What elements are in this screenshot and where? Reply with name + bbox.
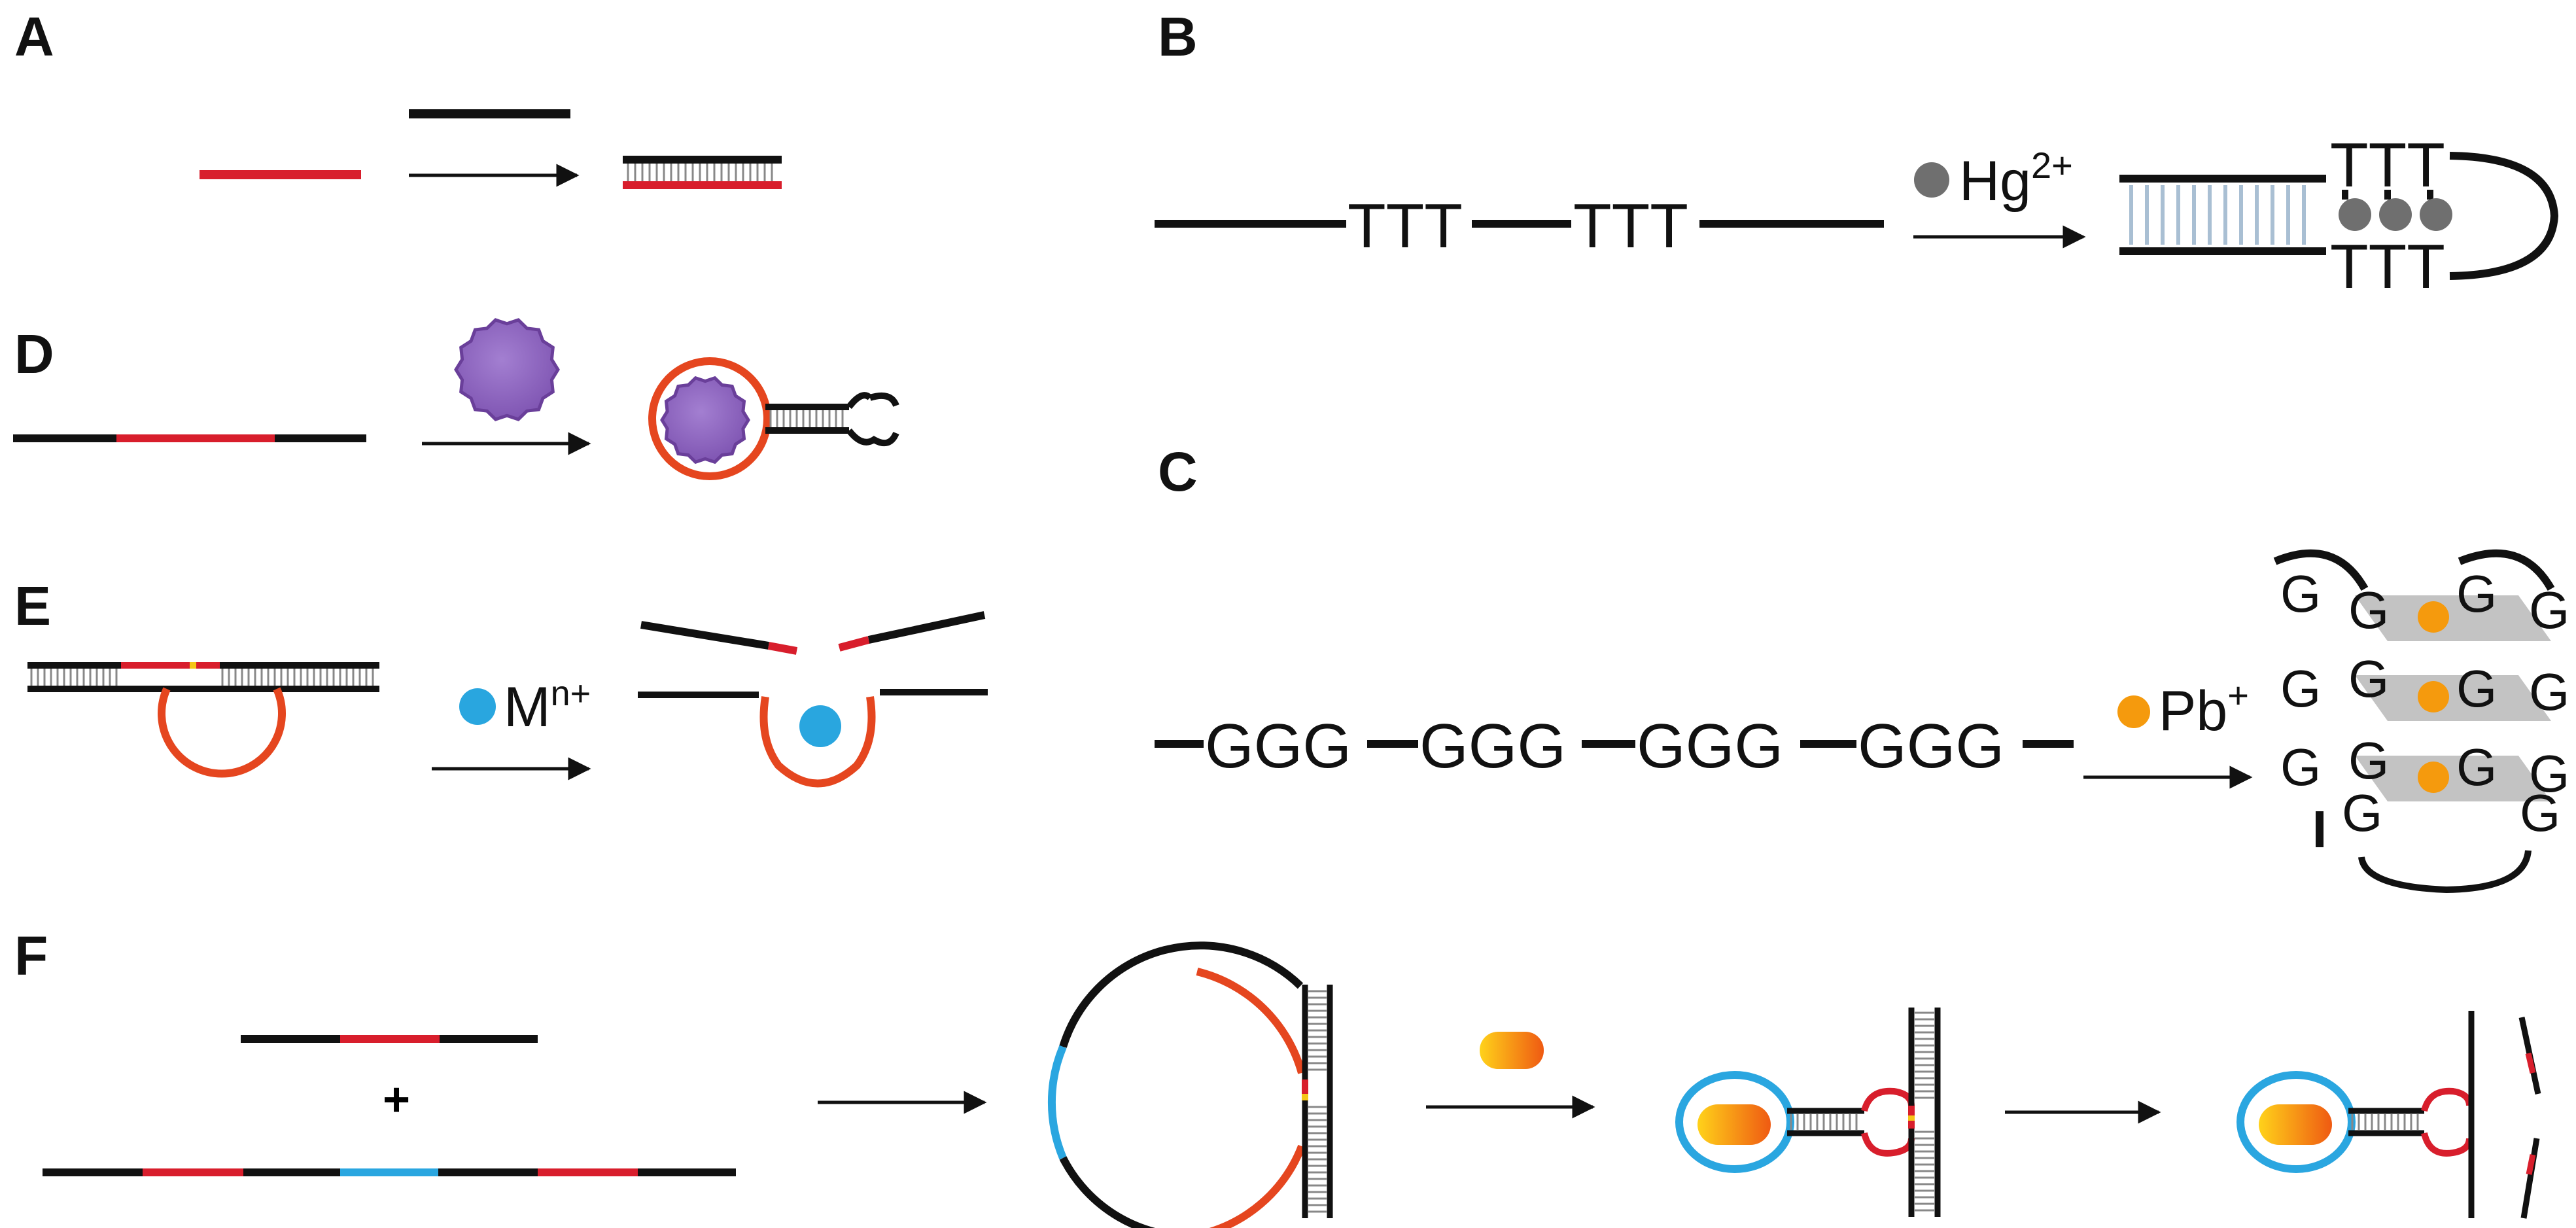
guanine-seq-2: GGG	[1419, 711, 1566, 781]
capsule-icon	[1480, 1032, 1544, 1069]
gray-dot-icon	[2420, 198, 2452, 231]
hairpin-ttt-bottom: TTT	[2330, 232, 2445, 302]
blue-dot-icon	[799, 705, 841, 747]
target-bound-structure-cleaved	[2237, 1011, 2541, 1219]
guanine-letter: G	[2456, 659, 2497, 718]
panel-label-b: B	[1158, 6, 1198, 67]
guanine-letter: G	[2456, 738, 2497, 796]
capsule-icon	[2259, 1104, 2332, 1145]
pb-ion-label: Pb+	[2159, 675, 2249, 743]
panel-b: B TTT TTT Hg2+ TTT TTT	[1155, 6, 2559, 302]
orange-dot-icon	[2418, 601, 2449, 633]
gray-dot-icon	[2339, 198, 2371, 231]
guanine-letter: G	[2348, 581, 2389, 639]
orange-dot-icon	[2418, 681, 2449, 712]
guanine-letter: G	[2456, 565, 2497, 623]
orange-dot-icon	[2117, 695, 2150, 728]
guanine-letter: G	[2280, 659, 2321, 718]
protein-blob-icon	[660, 376, 750, 465]
hairpin-ttt-top: TTT	[2330, 130, 2445, 200]
gray-dot-icon	[1914, 162, 1949, 198]
orange-dot-icon	[2418, 762, 2449, 793]
panel-e: E Mn+	[14, 575, 988, 788]
guanine-seq-4: GGG	[1858, 711, 2004, 781]
guanine-seq-1: GGG	[1205, 711, 1351, 781]
metal-ion-label: Mn+	[504, 674, 591, 739]
panel-f: F +	[14, 925, 2541, 1228]
panel-d: D	[13, 318, 899, 480]
guanine-letter: G	[2348, 650, 2389, 708]
panel-label-c: C	[1158, 441, 1198, 502]
hg-ion-label: Hg2+	[1959, 145, 2073, 213]
panel-label-e: E	[14, 575, 51, 637]
cleaved-dnazyme	[638, 611, 988, 788]
guanine-letter: G	[2280, 565, 2321, 623]
guanine-letter: G	[2529, 581, 2569, 639]
protein-aptamer-complex	[648, 357, 899, 480]
gray-dot-icon	[2379, 198, 2412, 231]
guanine-seq-3: GGG	[1637, 711, 1783, 781]
protein-blob-icon	[454, 318, 560, 421]
circular-ligated-aptamer	[1047, 941, 1333, 1228]
guanine-letter: G	[2520, 784, 2560, 842]
panel-a: A	[14, 6, 782, 189]
thymine-seq-1: TTT	[1348, 191, 1463, 261]
guanine-letter: G	[2529, 745, 2569, 803]
guanine-letter: G	[2529, 663, 2569, 721]
hg-hairpin: TTT TTT	[2119, 130, 2559, 302]
panel-label-f: F	[14, 925, 48, 987]
guanine-letter: G	[2280, 738, 2321, 796]
target-bound-structure-1	[1675, 1008, 1941, 1217]
guanine-letter: G	[2348, 731, 2389, 790]
duplex-a	[623, 156, 782, 189]
plus-sign: +	[383, 1074, 410, 1126]
panel-label-d: D	[14, 323, 54, 385]
capsule-icon	[1697, 1104, 1771, 1145]
panel-label-a: A	[14, 6, 54, 67]
guanine-letter: G	[2342, 784, 2382, 842]
blue-dot-icon	[459, 688, 496, 725]
thymine-seq-2: TTT	[1573, 191, 1688, 261]
